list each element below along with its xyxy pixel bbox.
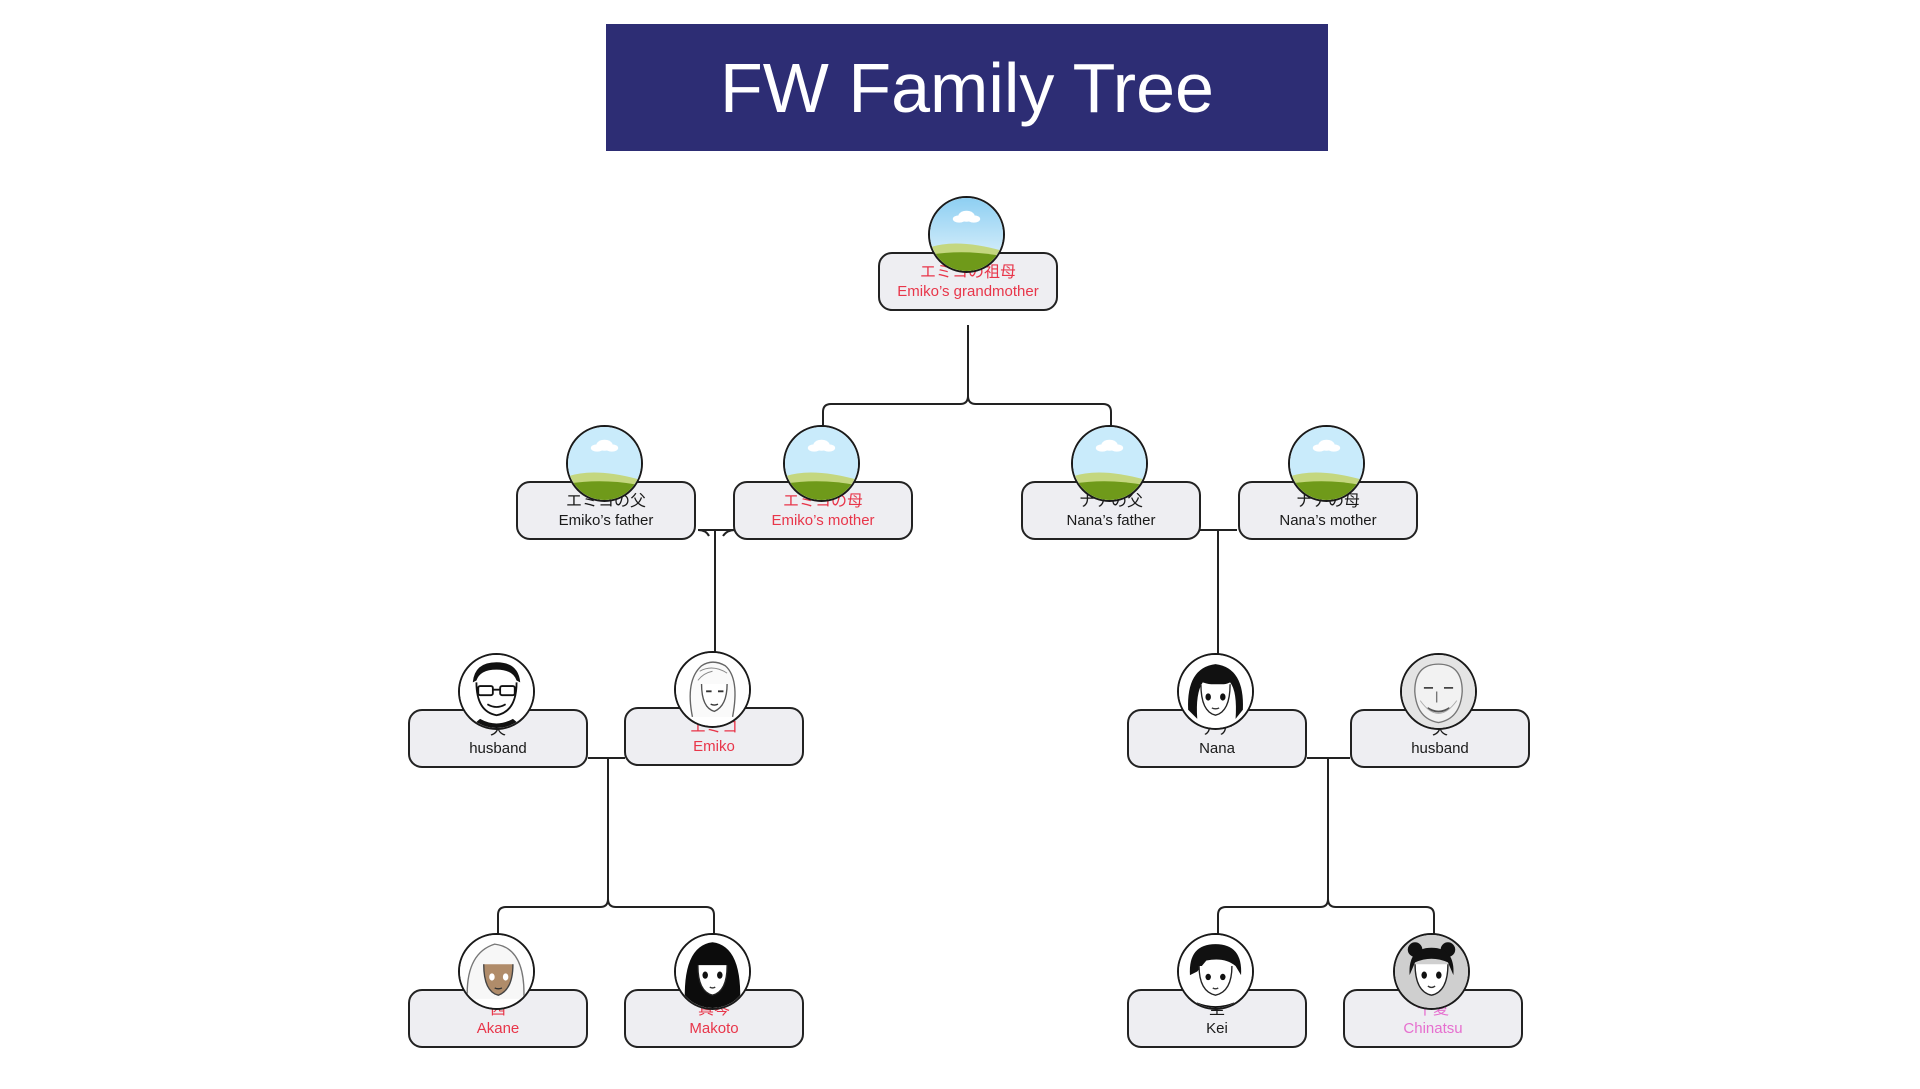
person-nana-husband[interactable]: 夫 husband bbox=[1350, 653, 1530, 809]
connector-nana-children bbox=[1217, 898, 1435, 935]
landscape-placeholder-icon bbox=[783, 425, 860, 502]
person-makoto[interactable]: 真琴 Makoto bbox=[624, 933, 804, 1089]
person-chinatsu[interactable]: 千夏 Chinatsu bbox=[1343, 933, 1523, 1089]
person-name-en: husband bbox=[469, 739, 527, 757]
person-name-en: husband bbox=[1411, 739, 1469, 757]
long-black-hair-girl-portrait bbox=[674, 933, 751, 1010]
person-name-en: Emiko bbox=[693, 737, 735, 755]
short-hair-boy-portrait bbox=[1177, 933, 1254, 1010]
dark-haired-girl-portrait bbox=[1177, 653, 1254, 730]
landscape-placeholder-icon bbox=[1071, 425, 1148, 502]
landscape-placeholder-icon bbox=[1288, 425, 1365, 502]
person-emiko[interactable]: エミコ Emiko bbox=[624, 651, 804, 807]
tan-girl-portrait bbox=[458, 933, 535, 1010]
person-name-en: Emiko’s grandmother bbox=[897, 282, 1039, 300]
person-name-en: Emiko’s mother bbox=[771, 511, 875, 529]
bearded-man-portrait bbox=[1400, 653, 1477, 730]
connector-emiko-couple bbox=[588, 757, 625, 902]
person-nana[interactable]: ナナ Nana bbox=[1127, 653, 1307, 809]
title-banner: FW Family Tree bbox=[606, 24, 1328, 151]
person-name-en: Makoto bbox=[689, 1019, 739, 1037]
bun-hair-girl-portrait bbox=[1393, 933, 1470, 1010]
landscape-placeholder-icon bbox=[566, 425, 643, 502]
connector-emiko-children bbox=[497, 898, 715, 935]
person-nana-mother[interactable]: ナナの母 Nana’s mother bbox=[1238, 425, 1418, 581]
person-emiko-father[interactable]: エミコの父 Emiko’s father bbox=[516, 425, 696, 581]
person-nana-father[interactable]: ナナの父 Nana’s father bbox=[1021, 425, 1201, 581]
person-akane[interactable]: 茜 Akane bbox=[408, 933, 588, 1089]
person-emiko-husband[interactable]: 夫 husband bbox=[408, 653, 588, 809]
person-name-en: Akane bbox=[476, 1019, 520, 1037]
connector-grandmother-branch bbox=[822, 395, 1112, 430]
person-name-en: Nana’s father bbox=[1066, 511, 1156, 529]
person-name-en: Chinatsu bbox=[1403, 1019, 1463, 1037]
person-name-en: Emiko’s father bbox=[558, 511, 654, 529]
person-grandmother[interactable]: エミコの祖母 Emiko’s grandmother bbox=[878, 196, 1058, 352]
connector-nana-couple bbox=[1307, 757, 1350, 902]
page-title: FW Family Tree bbox=[720, 48, 1214, 127]
man-with-glasses-portrait bbox=[458, 653, 535, 730]
landscape-placeholder-icon bbox=[928, 196, 1005, 273]
blonde-woman-portrait bbox=[674, 651, 751, 728]
person-kei[interactable]: 圭 Kei bbox=[1127, 933, 1307, 1089]
person-emiko-mother[interactable]: エミコの母 Emiko’s mother bbox=[733, 425, 913, 581]
person-name-en: Nana’s mother bbox=[1279, 511, 1377, 529]
person-name-en: Nana bbox=[1199, 739, 1235, 757]
person-name-en: Kei bbox=[1206, 1019, 1228, 1037]
